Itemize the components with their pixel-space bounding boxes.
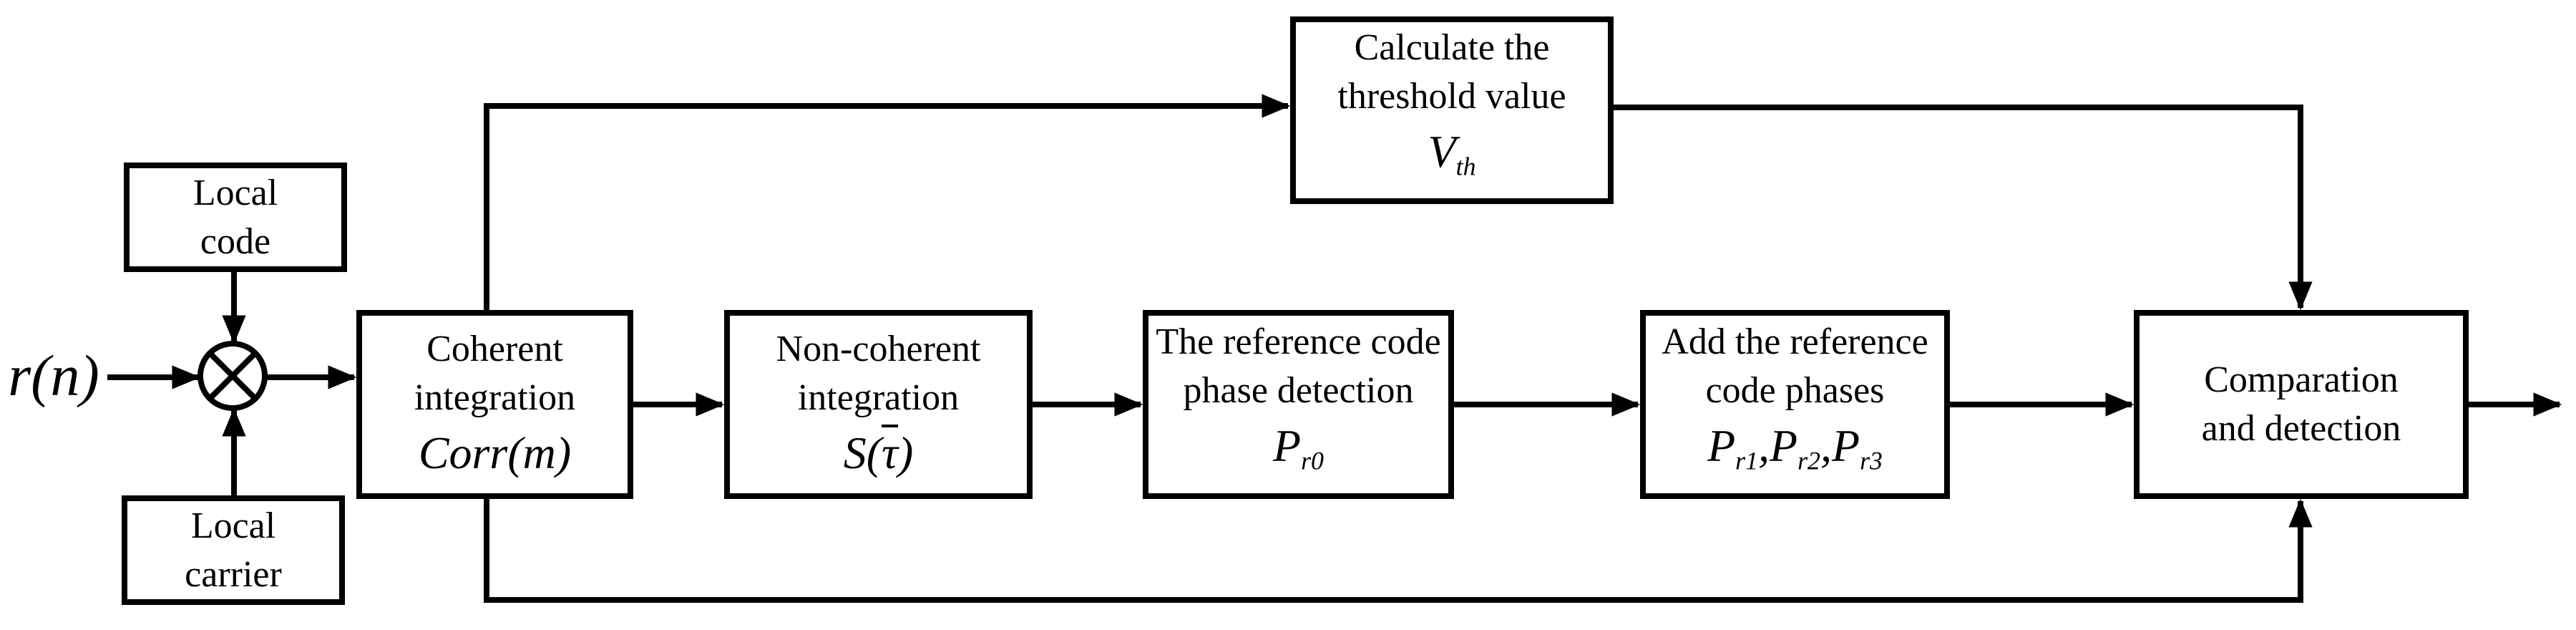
- refcode-label-line2: phase detection: [1183, 369, 1414, 411]
- coherent-label-line2: integration: [414, 377, 576, 418]
- noncoherent-label-line1: Non-coherent: [776, 329, 981, 369]
- local-code-label-line1: Local: [192, 172, 278, 213]
- local-code-box: Local code: [124, 163, 347, 272]
- threshold-formula: Vth: [1428, 125, 1476, 181]
- addphases-label-line2: code phases: [1705, 369, 1885, 411]
- comparation-detection-box: Comparation and detection: [2134, 310, 2469, 499]
- refcode-label-line1: The reference code: [1156, 321, 1441, 362]
- addphases-label-line1: Add the reference: [1662, 321, 1928, 362]
- non-coherent-integration-box: Non-coherent integration S(τ): [724, 310, 1033, 499]
- noncoherent-formula: S(τ): [843, 427, 914, 478]
- comparation-label-line1: Comparation: [2204, 359, 2399, 400]
- coherent-integration-box: Coherent integration Corr(m): [356, 310, 633, 499]
- input-signal-label: r(n): [8, 343, 99, 408]
- threshold-box: Calculate the threshold value Vth: [1290, 16, 1614, 204]
- local-carrier-label-line1: Local: [190, 505, 276, 546]
- line-threshold-to-comparation: [1614, 105, 2313, 311]
- comparation-label-line2: and detection: [2201, 408, 2401, 449]
- addphases-formula: Pr1,Pr2,Pr3: [1707, 420, 1883, 475]
- local-carrier-box: Local carrier: [122, 495, 345, 605]
- threshold-label-line2: threshold value: [1337, 75, 1566, 117]
- local-code-label-line2: code: [200, 220, 271, 262]
- multiplier-icon: [197, 341, 268, 411]
- reference-code-phase-box: The reference code phase detection Pr0: [1143, 310, 1454, 499]
- coherent-label-line1: Coherent: [426, 329, 563, 369]
- add-reference-phases-box: Add the reference code phases Pr1,Pr2,Pr…: [1640, 310, 1950, 499]
- refcode-formula: Pr0: [1273, 420, 1324, 475]
- coherent-formula: Corr(m): [418, 427, 572, 478]
- line-coherent-to-threshold: [484, 94, 1291, 310]
- line-coherent-to-comparation-feedback: [484, 498, 2313, 603]
- noncoherent-label-line2: integration: [797, 377, 960, 418]
- local-carrier-label-line2: carrier: [185, 553, 282, 595]
- threshold-label-line1: Calculate the: [1354, 26, 1550, 68]
